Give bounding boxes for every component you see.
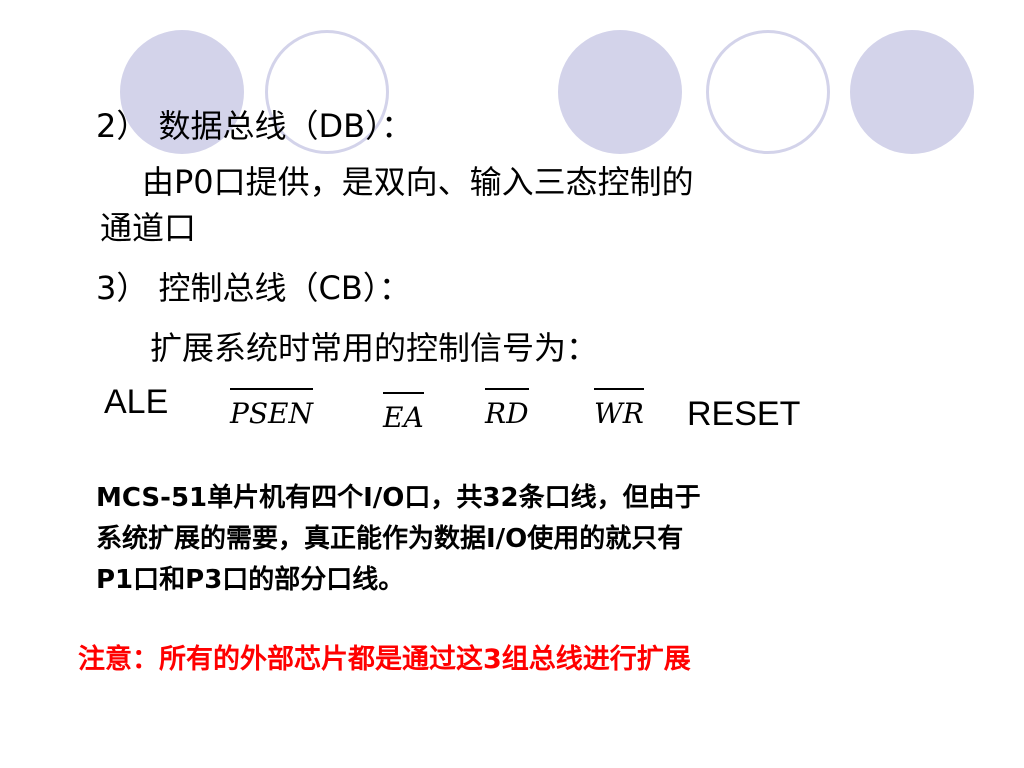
signal-rd: RD: [485, 388, 529, 430]
note-text: 注意：所有的外部芯片都是通过这3组总线进行扩展: [78, 644, 691, 675]
heading-data-bus: 2） 数据总线（DB）：: [96, 107, 414, 145]
io-paragraph-line3: P1口和P3口的部分口线。: [96, 565, 405, 595]
overline-bar: [383, 392, 424, 394]
overline-bar: [230, 388, 313, 390]
control-bus-description: 扩展系统时常用的控制信号为：: [150, 329, 599, 367]
heading-control-bus: 3） 控制总线（CB）：: [96, 269, 411, 307]
signal-reset: RESET: [687, 395, 801, 433]
data-bus-description-line1: 由P0口提供，是双向、输入三态控制的: [142, 163, 694, 201]
decor-circle-2: [265, 30, 389, 154]
io-paragraph-line2: 系统扩展的需要，真正能作为数据I/O使用的就只有: [96, 524, 684, 554]
decor-circle-5: [850, 30, 974, 154]
data-bus-description-line2: 通道口: [100, 209, 197, 247]
decor-circle-1: [120, 30, 244, 154]
overline-bar: [485, 388, 529, 390]
io-paragraph-line1: MCS-51单片机有四个I/O口，共32条口线，但由于: [96, 483, 701, 513]
signal-wr: WR: [594, 388, 644, 430]
signal-ale: ALE: [104, 383, 169, 421]
signal-psen-label: PSEN: [230, 397, 313, 430]
signal-psen: PSEN: [230, 388, 313, 430]
signal-ea-label: EA: [383, 401, 424, 434]
overline-bar: [594, 388, 644, 390]
decor-circle-4: [706, 30, 830, 154]
signal-wr-label: WR: [594, 397, 644, 430]
signal-rd-label: RD: [485, 397, 529, 430]
io-paragraph: MCS-51单片机有四个I/O口，共32条口线，但由于 系统扩展的需要，真正能作…: [96, 478, 876, 601]
decor-circle-3: [558, 30, 682, 154]
signal-ea: EA: [383, 392, 424, 434]
